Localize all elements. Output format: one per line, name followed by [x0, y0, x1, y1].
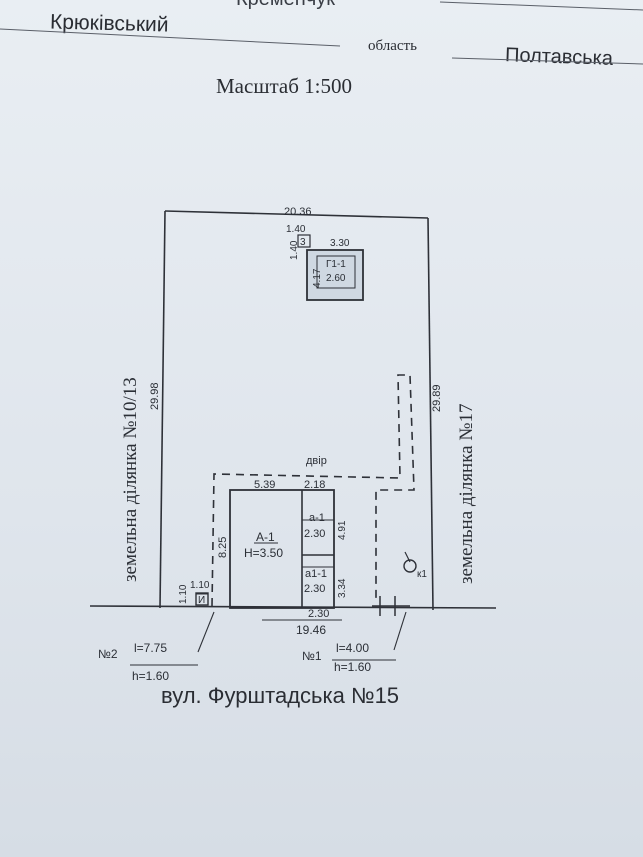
dim-house-width-b: 2.18 [304, 479, 325, 491]
small-structure [195, 592, 209, 606]
small-shed-number: 3 [300, 237, 306, 248]
annex-a11-dim: 3.34 [337, 578, 348, 598]
gate2-height: h=1.60 [132, 669, 169, 683]
gate-marks [372, 596, 410, 616]
annex-a1-dim: 4.91 [337, 520, 348, 540]
dim-small-shed-h: 1.40 [289, 240, 300, 260]
dim-house-bottom: 2.30 [308, 608, 329, 620]
dim-left-height: 29.98 [149, 382, 161, 410]
yard-dashed-outline [211, 374, 415, 607]
well-label: к1 [417, 569, 427, 580]
structure-dim-b: 1.10 [190, 580, 210, 591]
dim-small-shed-w: 1.40 [286, 224, 306, 235]
plot-boundary [159, 210, 434, 611]
structure-label: И [198, 595, 205, 606]
scale-label: Масштаб 1:500 [216, 74, 353, 98]
dim-garage-height: 4.17 [312, 268, 323, 288]
annex-a11-label: а1-1 [305, 568, 327, 580]
street-label: вул. Фурштадська №15 [161, 683, 400, 708]
garage-g1 [306, 249, 364, 301]
dim-bottom-width: 19.46 [296, 623, 326, 637]
well-icon [403, 559, 417, 573]
city-name: Кременчук [236, 0, 335, 11]
house-label: А-1 [256, 530, 275, 544]
dim-top-width: 20.36 [284, 206, 312, 218]
gate1-number: №1 [302, 649, 322, 663]
right-neighbor-label: земельна ділянка №17 [456, 404, 477, 584]
gate1-height: h=1.60 [334, 660, 371, 674]
annex-a1-value: 2.30 [304, 528, 325, 540]
garage-label: Г1-1 [326, 259, 346, 270]
gate2-length: l=7.75 [134, 641, 167, 655]
annex-a11-value: 2.30 [304, 583, 325, 595]
dim-house-side: 8.25 [217, 537, 229, 558]
house-a1 [229, 489, 335, 609]
yard-label: двір [306, 455, 327, 467]
dim-garage-width: 3.30 [330, 238, 350, 249]
region-label: область [368, 38, 417, 54]
street-line [89, 605, 497, 609]
garage-value: 2.60 [326, 273, 346, 284]
dim-house-width-a: 5.39 [254, 479, 275, 491]
left-neighbor-label: земельна ділянка №10/13 [120, 377, 141, 582]
dim-right-height: 29.89 [431, 384, 443, 412]
structure-dim-a: 1.10 [178, 584, 189, 604]
gate2-number: №2 [98, 647, 118, 661]
house-height: Н=3.50 [244, 546, 283, 560]
annex-a1-label: а-1 [309, 512, 325, 524]
small-shed-3 [297, 234, 311, 248]
gate1-length: l=4.00 [336, 641, 369, 655]
